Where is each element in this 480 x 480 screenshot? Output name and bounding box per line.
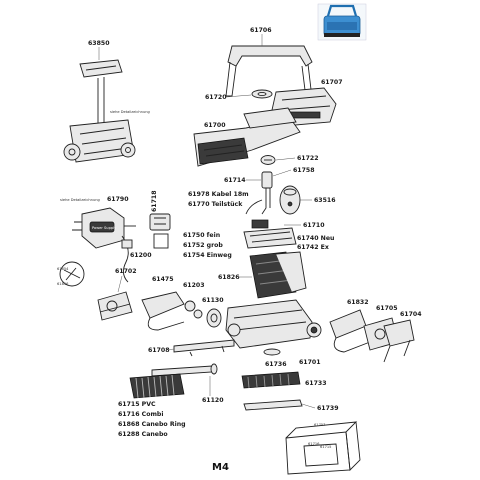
label-61742: 61742 Ex	[297, 244, 329, 251]
axle-rod	[151, 363, 218, 377]
label-61740: 61740 Neu	[297, 235, 334, 242]
label-61758: 61758	[293, 167, 315, 174]
label-61120: 61120	[202, 397, 224, 404]
label-61704: 61704	[400, 311, 422, 318]
label-61707: 61707	[321, 79, 343, 86]
label-61722: 61722	[297, 155, 319, 162]
label-61715b: 61715	[320, 445, 331, 449]
label-61826: 61826	[218, 274, 240, 281]
label-61754: 61754 Einweg	[183, 252, 232, 259]
label-61705: 61705	[376, 305, 398, 312]
right-drive-track	[329, 309, 371, 353]
label-61978: 61978 Kabel 18m	[188, 191, 249, 198]
label-61714: 61714	[224, 177, 246, 184]
label-61130: 61130	[202, 297, 224, 304]
label-61720: 61720	[205, 94, 227, 101]
note-caddy-detail: siehe Detailzeichnung	[110, 110, 150, 114]
side-bracket	[383, 319, 415, 363]
body-cover	[193, 107, 301, 167]
chassis-base	[225, 299, 322, 349]
label-61716: 61716 Combi	[118, 411, 163, 418]
bristle-brush	[241, 371, 301, 389]
label-61868: 61868 Canebo Ring	[118, 421, 186, 428]
label-61200: 61200	[130, 252, 152, 259]
label-61716b: 61716	[308, 442, 320, 446]
label-61790: 61790	[107, 196, 129, 203]
motor-unit	[279, 185, 301, 215]
label-61733: 61733	[305, 380, 327, 387]
filter-bags	[249, 251, 307, 299]
handle	[225, 45, 313, 99]
connector-detail-inset	[59, 261, 85, 287]
label-63850: 63850	[88, 40, 110, 47]
label-61750: 61750 fein	[183, 232, 220, 239]
label-61203: 61203	[183, 282, 205, 289]
label-61700: 61700	[204, 122, 226, 129]
brush-roller	[129, 373, 185, 399]
label-61701: 61701	[299, 359, 321, 366]
label-61736: 61736	[265, 361, 287, 368]
note-powersupply-detail: siehe Detailzeichnung	[60, 198, 100, 202]
label-61715: 61715 PVC	[118, 401, 156, 408]
filter-basket	[243, 219, 297, 249]
label-61757: 61757	[314, 423, 325, 427]
label-63516: 63516	[314, 197, 336, 204]
label-61856: 61856	[57, 282, 69, 286]
label-61475: 61475	[152, 276, 174, 283]
cable-connector	[245, 171, 273, 215]
caddy-cart	[63, 59, 136, 163]
left-side-plate	[97, 291, 133, 321]
label-61288: 61288 Canebo	[118, 431, 168, 438]
model-title: M4	[212, 462, 229, 473]
label-61718: 61718	[151, 190, 158, 212]
label-61708: 61708	[148, 347, 170, 354]
label-61854: 61854	[57, 267, 69, 271]
bushing-set	[184, 300, 203, 319]
robot-photo-thumbnail	[317, 3, 367, 41]
label-61710: 61710	[303, 222, 325, 229]
accessory-box	[285, 421, 361, 475]
label-61832: 61832	[347, 299, 369, 306]
drive-track	[141, 291, 185, 331]
swivel	[260, 155, 276, 165]
label-61752: 61752 grob	[183, 242, 223, 249]
pulley-wheel	[206, 308, 222, 328]
rear-bar	[173, 339, 235, 357]
powersupply-panel-label: Power Supply	[92, 226, 117, 230]
label-61702: 61702	[115, 268, 137, 275]
label-61770: 61770 Teilstück	[188, 201, 243, 208]
power-cord	[121, 235, 133, 283]
wear-strip	[243, 399, 303, 411]
pivot-part	[251, 89, 273, 99]
label-61739: 61739	[317, 405, 339, 412]
axle-pin	[263, 348, 281, 356]
label-61706: 61706	[250, 27, 272, 34]
filter-clip	[149, 213, 171, 249]
